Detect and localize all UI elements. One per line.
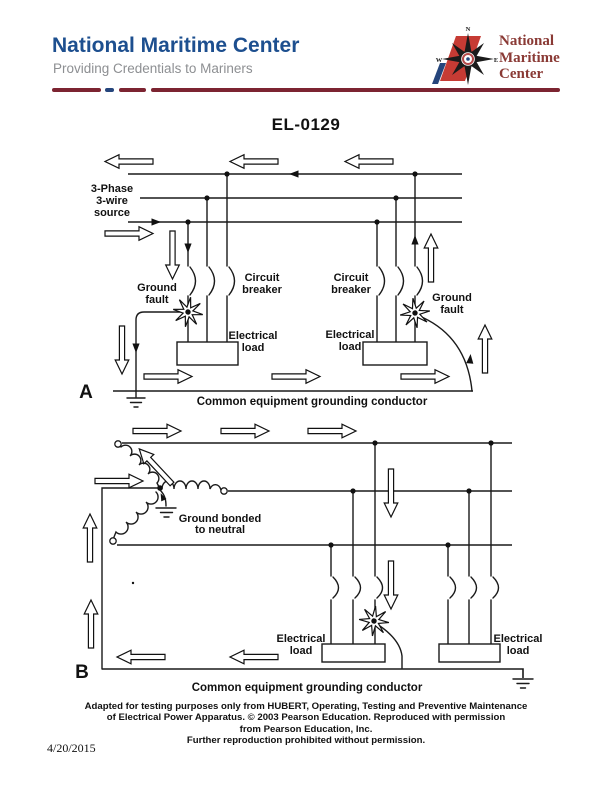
bus-lines-b — [117, 442, 512, 546]
label-electrical-load-left-b: Electrical — [277, 633, 326, 645]
electrical-load-box-left-b — [321, 643, 386, 663]
copyright-line: of Electrical Power Apparatus. © 2003 Pe… — [106, 712, 506, 724]
label-ground-fault-left: fault — [145, 294, 169, 306]
label-source: 3-wire — [96, 195, 128, 207]
diagram-a: 3-Phase 3-wire source Ground fault Circu… — [79, 154, 493, 408]
diagram-b: Ground bonded to neutral Electrical load… — [75, 423, 543, 694]
label-grounding-conductor-a: Common equipment grounding conductor — [197, 396, 428, 408]
logo-line: National — [499, 33, 555, 49]
logo-wordmark: National Maritime Center — [499, 33, 560, 83]
label-ground-bonded: to neutral — [195, 524, 245, 536]
label-electrical-load-left: load — [242, 342, 265, 354]
fault-return-wire-left-a — [135, 311, 187, 392]
label-grounding-conductor-b: Common equipment grounding conductor — [192, 682, 423, 694]
label-electrical-load-right-b: Electrical — [494, 633, 543, 645]
wye-source-windings — [109, 440, 228, 545]
svg-text:W: W — [436, 57, 443, 64]
label-ground-bonded: Ground bonded — [179, 513, 261, 525]
earth-ground-symbol-b — [512, 678, 534, 689]
svg-text:E: E — [494, 57, 498, 64]
page-title: National Maritime Center — [52, 34, 300, 57]
header-rule — [119, 88, 146, 92]
label-electrical-load-right-b: load — [507, 645, 530, 657]
label-ground-fault-right: Ground — [432, 292, 472, 304]
label-ground-fault-left: Ground — [137, 282, 177, 294]
page-subtitle: Providing Credentials to Mariners — [53, 61, 253, 76]
label-electrical-load-left: Electrical — [229, 330, 278, 342]
header-rule — [151, 88, 560, 92]
header-rule — [52, 88, 101, 92]
neutral-return-wire — [101, 487, 158, 670]
ground-fault-spark-icon — [356, 603, 392, 639]
grounding-conductor-b — [102, 668, 524, 678]
copyright-notice: Adapted for testing purposes only from H… — [0, 701, 612, 747]
nmc-compass-logo-icon: N S W E — [432, 26, 498, 94]
feeder-left — [187, 173, 236, 343]
document-date: 4/20/2015 — [47, 741, 96, 755]
junction-dots-b — [131, 440, 494, 585]
label-circuit-breaker-left: Circuit — [245, 272, 280, 284]
fault-return-wire-right-a — [416, 314, 473, 392]
electrical-load-box-right-b — [438, 643, 501, 663]
current-flow-arrows-a — [104, 154, 493, 384]
label-electrical-load-right: load — [339, 341, 362, 353]
current-flow-arrows-b — [82, 423, 399, 665]
fault-return-wire-b — [376, 623, 403, 669]
junction-dots-a — [185, 171, 418, 225]
feeder-right — [376, 173, 424, 343]
document-title: EL-0129 — [271, 115, 341, 134]
earth-ground-symbol-neutral — [155, 507, 177, 518]
feeder-right-b — [447, 442, 500, 645]
copyright-line: from Pearson Education, Inc. — [239, 723, 373, 735]
svg-text:N: N — [466, 26, 471, 33]
copyright-line: Adapted for testing purposes only from H… — [84, 701, 528, 712]
copyright-line: Further reproduction prohibited without … — [186, 735, 426, 747]
label-source: source — [94, 207, 130, 219]
label-circuit-breaker-right: breaker — [331, 284, 371, 296]
label-circuit-breaker-right: Circuit — [334, 272, 369, 284]
label-circuit-breaker-left: breaker — [242, 284, 282, 296]
electrical-load-box-left-a — [176, 341, 239, 366]
label-electrical-load-left-b: load — [290, 645, 313, 657]
diagram-b-letter: B — [75, 662, 89, 683]
logo-line: Maritime — [499, 49, 560, 66]
label-source: 3-Phase — [91, 183, 133, 195]
label-ground-fault-right: fault — [440, 304, 464, 316]
three-phase-bus-lines — [128, 173, 462, 223]
diagram-a-letter: A — [79, 382, 93, 403]
logo-line: Center — [499, 66, 544, 82]
earth-ground-symbol-a — [126, 390, 146, 408]
electrical-load-box-right-a — [362, 341, 428, 366]
header-rule-blue-dash — [105, 88, 114, 92]
label-electrical-load-right: Electrical — [326, 329, 375, 341]
